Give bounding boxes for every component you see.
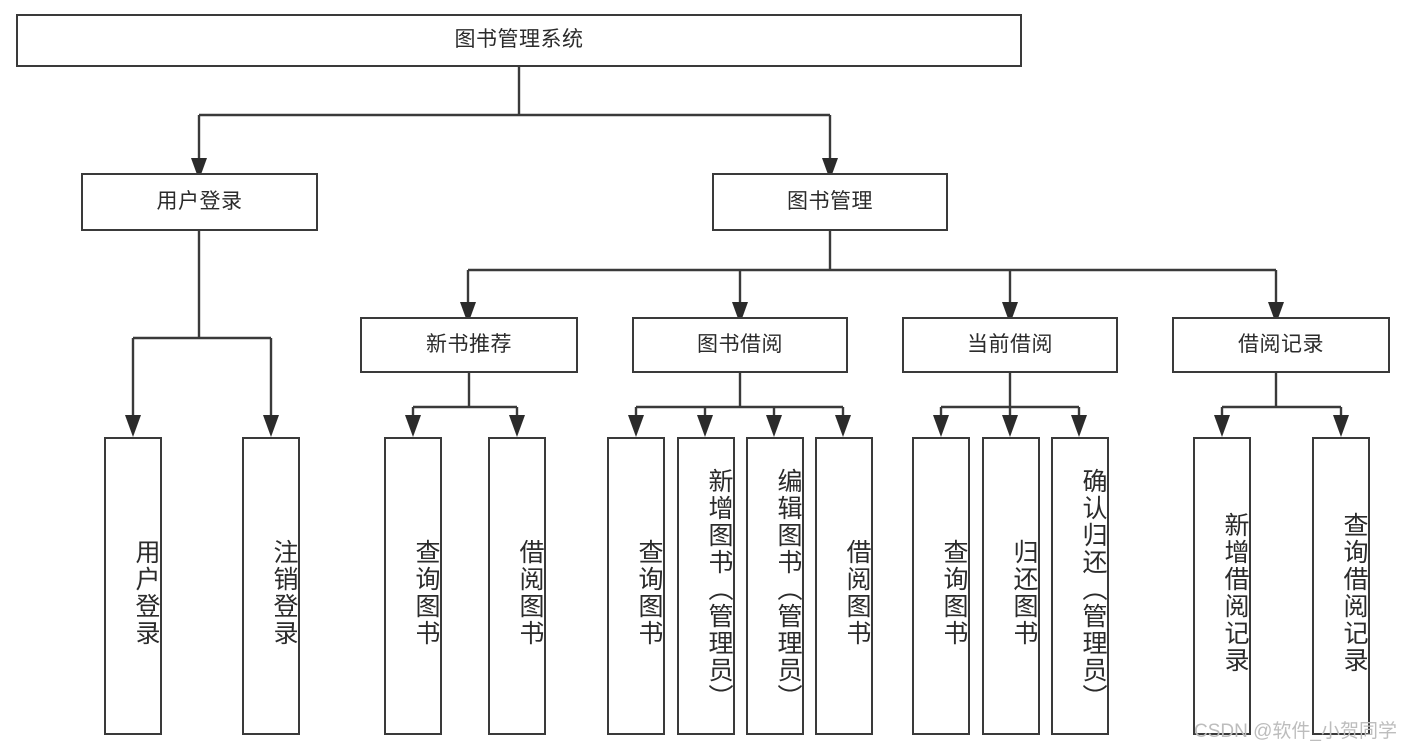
node-root-system-label: 图书管理系统 (454, 28, 584, 52)
node-leaf-add-borrow-record-label: 新增借阅记录 (1221, 512, 1249, 674)
node-root-system[interactable]: 图书管理系统 (16, 14, 1022, 67)
node-book-borrow[interactable]: 图书借阅 (632, 317, 848, 373)
node-new-book-recommend[interactable]: 新书推荐 (360, 317, 578, 373)
node-book-management[interactable]: 图书管理 (712, 173, 948, 231)
node-user-login[interactable]: 用户登录 (81, 173, 318, 231)
node-leaf-add-borrow-record[interactable]: 新增借阅记录 (1193, 437, 1251, 735)
node-leaf-user-login[interactable]: 用户登录 (104, 437, 162, 735)
node-book-borrow-label: 图书借阅 (697, 332, 783, 356)
watermark-text: CSDN @软件_小贺同学 (1194, 721, 1397, 742)
node-leaf-logout-label: 注销登录 (270, 539, 298, 647)
node-new-book-recommend-label: 新书推荐 (426, 332, 512, 356)
node-leaf-borrow-book-recommend[interactable]: 借阅图书 (488, 437, 546, 735)
node-leaf-borrow-book[interactable]: 借阅图书 (815, 437, 873, 735)
node-current-borrow[interactable]: 当前借阅 (902, 317, 1118, 373)
node-book-management-label: 图书管理 (787, 189, 873, 213)
node-current-borrow-label: 当前借阅 (967, 332, 1053, 356)
node-leaf-query-book-recommend-label: 查询图书 (412, 539, 440, 647)
node-leaf-query-book-borrow-label: 查询图书 (635, 539, 663, 647)
node-leaf-user-login-label: 用户登录 (132, 539, 160, 647)
node-leaf-return-book-label: 归还图书 (1010, 539, 1038, 647)
node-leaf-edit-book-admin-label: 编辑图书（管理员） (774, 467, 802, 711)
node-leaf-confirm-return-admin-label: 确认归还（管理员） (1079, 467, 1107, 711)
node-leaf-confirm-return-admin[interactable]: 确认归还（管理员） (1051, 437, 1109, 735)
node-leaf-query-borrow-record-label: 查询借阅记录 (1340, 512, 1368, 674)
node-leaf-add-book-admin[interactable]: 新增图书（管理员） (677, 437, 735, 735)
node-leaf-query-book-current[interactable]: 查询图书 (912, 437, 970, 735)
node-leaf-query-book-current-label: 查询图书 (940, 539, 968, 647)
node-user-login-label: 用户登录 (156, 189, 243, 213)
node-leaf-query-book-borrow[interactable]: 查询图书 (607, 437, 665, 735)
node-borrow-record-label: 借阅记录 (1238, 332, 1324, 356)
node-leaf-edit-book-admin[interactable]: 编辑图书（管理员） (746, 437, 804, 735)
node-leaf-add-book-admin-label: 新增图书（管理员） (705, 467, 733, 711)
node-borrow-record[interactable]: 借阅记录 (1172, 317, 1390, 373)
node-leaf-query-book-recommend[interactable]: 查询图书 (384, 437, 442, 735)
node-leaf-borrow-book-recommend-label: 借阅图书 (516, 539, 544, 647)
node-leaf-logout[interactable]: 注销登录 (242, 437, 300, 735)
node-leaf-query-borrow-record[interactable]: 查询借阅记录 (1312, 437, 1370, 735)
node-leaf-return-book[interactable]: 归还图书 (982, 437, 1040, 735)
node-leaf-borrow-book-label: 借阅图书 (843, 539, 871, 647)
